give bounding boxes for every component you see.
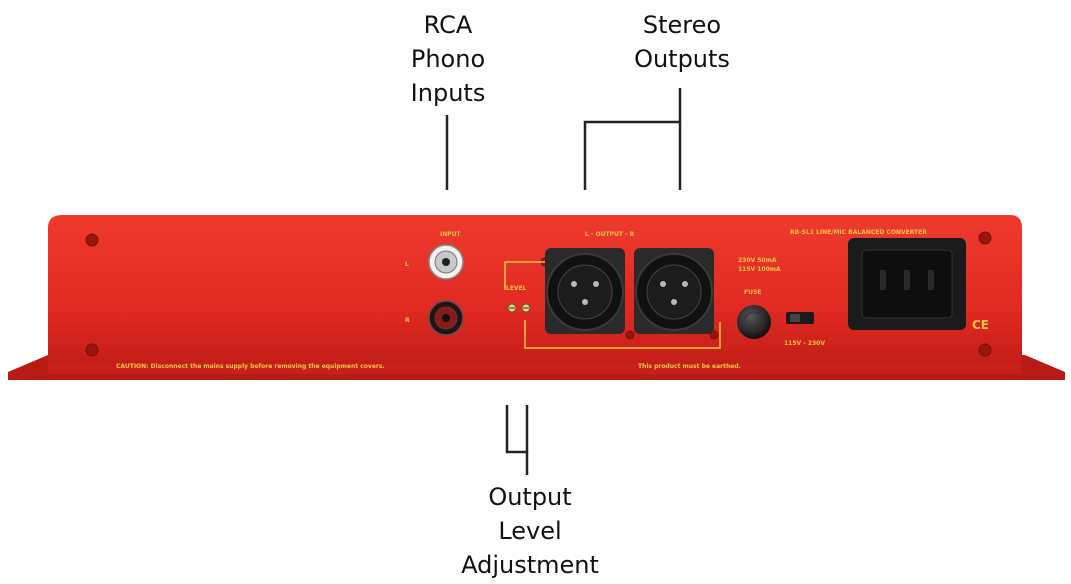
model-label: RB-SL1 LINE/MIC BALANCED CONVERTER (790, 229, 927, 236)
earth-text: This product must be earthed. (638, 363, 741, 370)
voltage-select-label: 115V - 230V (784, 340, 825, 347)
chassis-body (48, 215, 1022, 372)
callout-stereo-line-1: Stereo (642, 11, 722, 39)
screw-icon (85, 343, 99, 357)
callout-rca-line-2: Phono (410, 45, 486, 73)
level-trim-right[interactable] (521, 303, 531, 313)
chassis-bottom-edge (48, 364, 1022, 374)
fuse-holder[interactable] (737, 305, 771, 339)
leader-lines (445, 88, 682, 475)
callout-rca-line-3: Inputs (410, 79, 486, 107)
rca-input-right[interactable] (428, 300, 464, 336)
chassis (8, 215, 1065, 380)
callout-level-line-2: Level (498, 517, 562, 545)
callout-stereo-line-2: Outputs (634, 45, 730, 73)
leader-stereo (583, 120, 682, 190)
input-label: INPUT (440, 231, 462, 238)
channel-left-label: L (405, 261, 409, 268)
callout-stereo-outputs: Stereo Outputs (612, 8, 752, 76)
level-bracket (504, 261, 721, 349)
iec-power-inlet[interactable] (848, 238, 966, 330)
callout-output-level-adjustment: Output Level Adjustment (430, 480, 630, 582)
level-trim-left[interactable] (507, 303, 517, 313)
fuse-label: FUSE (744, 289, 761, 296)
xlr-output-right[interactable] (634, 248, 714, 334)
level-label: LEVEL (506, 285, 527, 292)
leader-level (505, 405, 529, 454)
voltage-label: 230V 50mA (738, 257, 777, 264)
screw-icon (625, 330, 635, 340)
screw-icon (978, 231, 992, 245)
rca-input-left[interactable] (428, 244, 464, 280)
channel-right-label: R (405, 317, 410, 324)
callout-rca-phono-inputs: RCA Phono Inputs (388, 8, 508, 110)
xlr-output-left[interactable] (545, 248, 625, 334)
caution-text: CAUTION: Disconnect the mains supply bef… (116, 363, 385, 370)
output-label: L - OUTPUT - R (585, 231, 635, 238)
voltage-selector-switch[interactable] (786, 312, 814, 324)
screw-icon (709, 330, 719, 340)
screw-icon (978, 343, 992, 357)
screw-icon (85, 233, 99, 247)
callout-rca-line-1: RCA (423, 11, 473, 39)
callout-level-line-1: Output (488, 483, 572, 511)
callout-level-line-3: Adjustment (461, 551, 599, 579)
ce-mark: CE (972, 318, 989, 332)
voltage-label-2: 115V 100mA (738, 266, 781, 273)
